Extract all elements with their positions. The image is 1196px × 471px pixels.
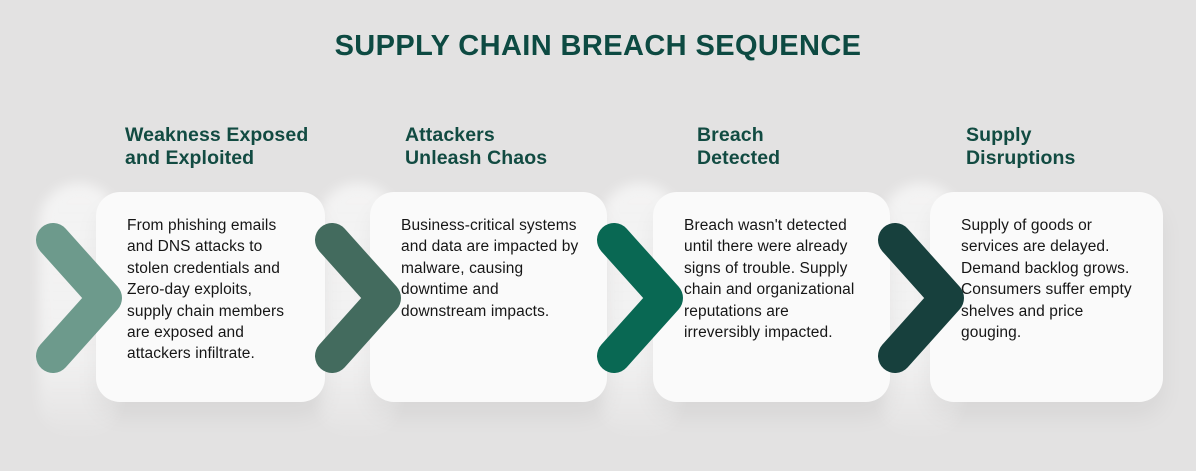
step-body-text: Business-critical systems and data are i… bbox=[401, 217, 579, 320]
step-heading-attackers-unleash-chaos: Attackers Unleash Chaos bbox=[405, 124, 547, 169]
heading-line: Unleash Chaos bbox=[405, 146, 548, 169]
chevron-right-icon bbox=[597, 223, 683, 373]
step-heading-supply-disruptions: Supply Disruptions bbox=[966, 124, 1075, 169]
page-title: SUPPLY CHAIN BREACH SEQUENCE bbox=[334, 30, 862, 62]
heading-line: Disruptions bbox=[966, 146, 1076, 169]
heading-line: Supply bbox=[966, 124, 1032, 146]
chevron-stroke bbox=[597, 223, 683, 373]
heading-line: Attackers bbox=[405, 124, 495, 146]
heading-line: Weakness Exposed bbox=[125, 124, 309, 146]
step-body-text: Breach wasn't detected until there were … bbox=[684, 217, 855, 342]
step-body-text: From phishing emails and DNS attacks to … bbox=[127, 217, 285, 363]
step-card-weakness-exposed: From phishing emails and DNS attacks to … bbox=[96, 192, 325, 402]
chevron-stroke bbox=[315, 223, 401, 373]
step-heading-weakness-exposed: Weakness Exposed and Exploited bbox=[125, 124, 308, 169]
chevron-right-icon bbox=[36, 223, 122, 373]
chevron-stroke bbox=[36, 223, 122, 373]
step-body-text: Supply of goods or services are delayed.… bbox=[961, 217, 1132, 342]
step-card-supply-disruptions: Supply of goods or services are delayed.… bbox=[930, 192, 1163, 402]
chevron-stroke bbox=[878, 223, 964, 373]
chevron-right-icon bbox=[878, 223, 964, 373]
step-heading-breach-detected: Breach Detected bbox=[697, 124, 780, 169]
heading-line: and Exploited bbox=[125, 146, 255, 169]
heading-line: Detected bbox=[697, 146, 781, 169]
step-card-attackers-unleash-chaos: Business-critical systems and data are i… bbox=[370, 192, 607, 402]
step-card-breach-detected: Breach wasn't detected until there were … bbox=[653, 192, 890, 402]
chevron-right-icon bbox=[315, 223, 401, 373]
heading-line: Breach bbox=[697, 124, 764, 146]
